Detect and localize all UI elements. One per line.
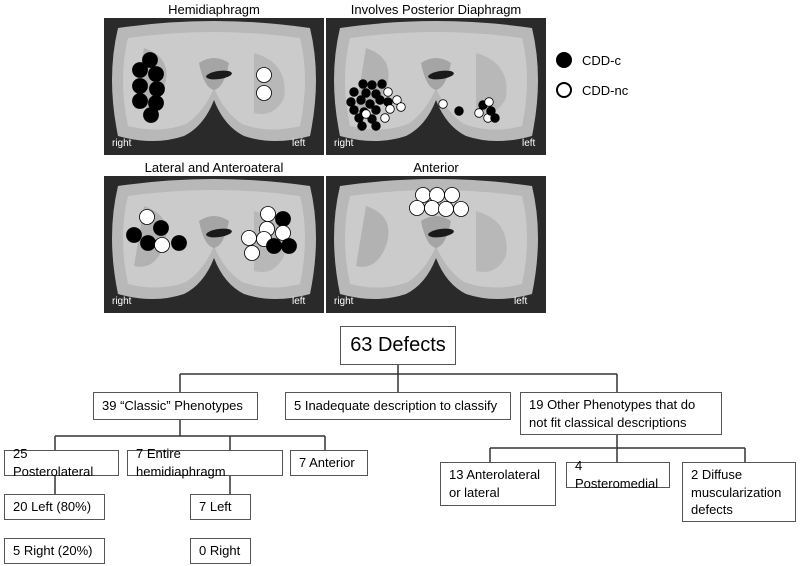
cdd-c-dot <box>486 106 496 116</box>
cdd-c-dot <box>140 235 156 251</box>
cdd-c-dot <box>367 80 377 90</box>
other-node: 19 Other Phenotypes that do not fit clas… <box>520 392 722 435</box>
posterolateral-node: 25 Posterolateral <box>4 446 119 479</box>
cdd-c-dot <box>490 113 500 123</box>
cdd-nc-dot <box>380 113 390 123</box>
cdd-nc-dot <box>474 108 484 118</box>
cdd-nc-dot <box>256 67 272 83</box>
cdd-nc-dot <box>438 201 454 217</box>
right-label: right <box>112 296 132 307</box>
cdd-nc-dot <box>444 187 460 203</box>
entire-left-node: 7 Left <box>190 494 251 520</box>
cdd-c-dot <box>171 235 187 251</box>
cdd-c-dot <box>365 99 375 109</box>
left-label: left <box>514 296 528 307</box>
cdd-nc-dot <box>154 237 170 253</box>
posterolateral-right-node: 5 Right (20%) <box>4 538 105 564</box>
root-node: 63 Defects <box>340 326 456 365</box>
cdd-c-dot <box>377 79 387 89</box>
cdd-c-dot <box>153 220 169 236</box>
cdd-c-dot <box>132 78 148 94</box>
panel-lateral: right left <box>104 176 324 313</box>
cdd-c-dot <box>148 66 164 82</box>
cdd-nc-dot <box>396 102 406 112</box>
open-circle-icon <box>556 82 572 98</box>
cdd-nc-dot <box>438 99 448 109</box>
legend-label: CDD-c <box>582 52 621 68</box>
cdd-nc-dot <box>484 97 494 107</box>
left-label: left <box>522 138 536 149</box>
cdd-c-dot <box>367 114 377 124</box>
right-label: right <box>334 296 354 307</box>
cdd-c-dot <box>281 238 297 254</box>
cdd-c-dot <box>349 87 359 97</box>
legend-cdd-c: CDD-c <box>556 52 621 68</box>
cdd-nc-dot <box>409 200 425 216</box>
panel-hemidiaphragm: right left <box>104 18 324 155</box>
cdd-nc-dot <box>244 245 260 261</box>
cdd-c-dot <box>266 238 282 254</box>
diaphragm-image: right left <box>112 21 316 149</box>
classic-node: 39 “Classic” Phenotypes <box>93 392 258 420</box>
legend-cdd-nc: CDD-nc <box>556 82 628 98</box>
cdd-c-dot <box>132 62 148 78</box>
panel-title-hemidiaphragm: Hemidiaphragm <box>168 2 260 17</box>
cdd-c-dot <box>143 107 159 123</box>
right-label: right <box>334 138 354 149</box>
cdd-c-dot <box>275 211 291 227</box>
cdd-c-dot <box>149 81 165 97</box>
cdd-c-dot <box>356 95 366 105</box>
legend-label: CDD-nc <box>582 82 629 98</box>
panel-title-posterior: Involves Posterior Diaphragm <box>350 2 522 17</box>
diaphragm-image: right left <box>334 21 538 149</box>
panel-anterior: right left <box>326 176 546 313</box>
cdd-c-dot <box>132 93 148 109</box>
inadequate-node: 5 Inadequate description to classify <box>285 392 511 420</box>
cdd-nc-dot <box>424 200 440 216</box>
left-label: left <box>292 138 306 149</box>
cdd-nc-dot <box>256 85 272 101</box>
cdd-c-dot <box>142 52 158 68</box>
cdd-nc-dot <box>260 206 276 222</box>
cdd-c-dot <box>354 113 364 123</box>
cdd-c-dot <box>361 88 371 98</box>
cdd-c-dot <box>346 97 356 107</box>
panel-title-anterior: Anterior <box>413 160 459 175</box>
cdd-nc-dot <box>139 209 155 225</box>
cdd-nc-dot <box>383 87 393 97</box>
cdd-c-dot <box>349 105 359 115</box>
cdd-c-dot <box>357 121 367 131</box>
posterolateral-left-node: 20 Left (80%) <box>4 494 105 520</box>
diffuse-node: 2 Diffuse muscularization defects <box>682 462 796 522</box>
cdd-nc-dot <box>385 104 395 114</box>
entire-right-node: 0 Right <box>190 538 251 564</box>
cdd-nc-dot <box>361 109 371 119</box>
cdd-c-dot <box>371 105 381 115</box>
cdd-c-dot <box>358 79 368 89</box>
entire-hemidiaphragm-node: 7 Entire hemidiaphragm <box>127 446 283 479</box>
cdd-c-dot <box>375 95 385 105</box>
cdd-nc-dot <box>275 225 291 241</box>
filled-circle-icon <box>556 52 572 68</box>
diaphragm-image: right left <box>112 179 316 307</box>
right-label: right <box>112 138 132 149</box>
cdd-c-dot <box>371 121 381 131</box>
anterolateral-node: 13 Anterolateral or lateral <box>440 462 556 506</box>
posteromedial-node: 4 Posteromedial <box>566 458 670 491</box>
cdd-nc-dot <box>453 201 469 217</box>
cdd-nc-dot <box>241 230 257 246</box>
panel-title-lateral: Lateral and Anteroateral <box>144 160 284 175</box>
diaphragm-image: right left <box>334 179 538 307</box>
panel-posterior: right left <box>326 18 546 155</box>
anterior-node: 7 Anterior <box>290 450 368 476</box>
cdd-c-dot <box>126 227 142 243</box>
cdd-c-dot <box>454 106 464 116</box>
cdd-nc-dot <box>392 95 402 105</box>
left-label: left <box>292 296 306 307</box>
